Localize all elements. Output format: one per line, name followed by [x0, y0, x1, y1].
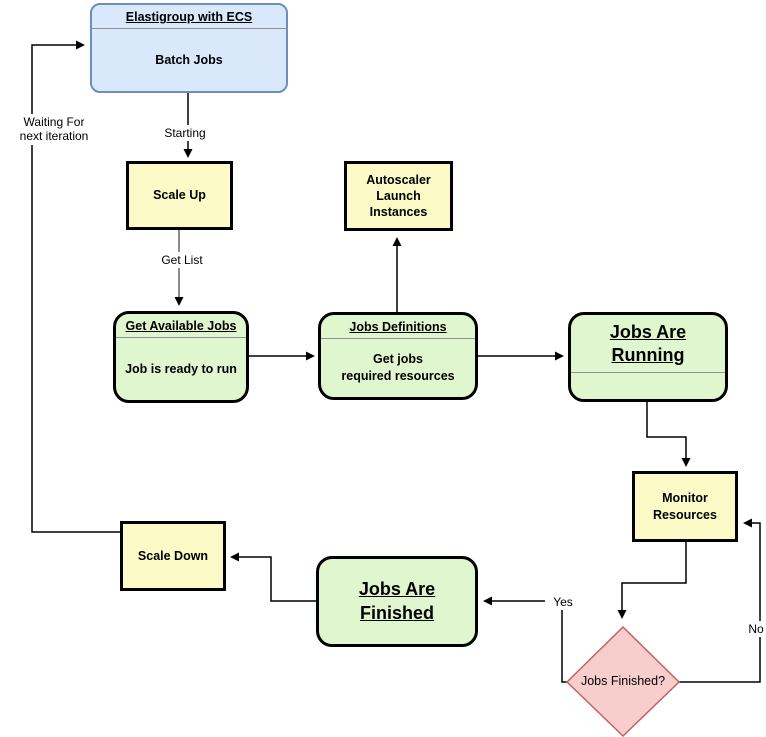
jobs-finished-diamond [565, 625, 681, 737]
node-monitor-resources: Monitor Resources [632, 471, 738, 542]
node-divider [116, 337, 246, 338]
edge-running-to-monitor [646, 402, 691, 467]
node-label-line: Instances [369, 205, 428, 220]
node-divider [321, 338, 475, 339]
edge-label-no: No [742, 621, 766, 638]
node-label: Scale Up [153, 188, 206, 203]
edge-label-waiting-line: next iteration [19, 129, 89, 144]
node-title: Jobs Definitions [349, 320, 447, 334]
node-body: Batch Jobs [155, 52, 223, 67]
node-autoscaler-launch-instances: Autoscaler Launch Instances [344, 161, 453, 231]
node-label: Scale Down [137, 548, 209, 563]
edge-label-waiting-line: Waiting For [23, 115, 85, 129]
edge-finished-to-scaledown [230, 552, 316, 602]
node-title-line: Jobs Are [609, 322, 687, 342]
node-body-empty [571, 373, 725, 399]
node-divider [92, 28, 286, 29]
node-label-line: Autoscaler [366, 172, 431, 187]
node-get-available-jobs: Get Available Jobs Job is ready to run [113, 311, 249, 403]
node-scale-down: Scale Down [120, 521, 226, 591]
node-body: Get jobs required resources [321, 339, 475, 397]
node-title-line: Jobs Are [358, 579, 436, 600]
node-divider [571, 371, 725, 373]
edge-label-get-list: Get List [156, 252, 208, 269]
node-title: Get Available Jobs [125, 319, 237, 333]
node-jobs-are-running: Jobs Are Running [568, 312, 728, 402]
node-title: Jobs Are Running [571, 315, 725, 372]
node-label-line: Launch [376, 188, 421, 203]
edge-scaledown-to-batchjobs [31, 40, 120, 533]
node-title-line: Running [611, 345, 685, 366]
node-jobs-definitions: Jobs Definitions Get jobs required resou… [318, 312, 478, 400]
node-title: Elastigroup with ECS [125, 10, 253, 24]
node-title-line: Finished [359, 602, 434, 623]
edge-monitor-to-diamond [617, 542, 687, 619]
node-label-line: Monitor [662, 491, 708, 506]
node-elastigroup-batch-jobs: Elastigroup with ECS Batch Jobs [90, 3, 288, 93]
edge-label-waiting: Waiting For next iteration [0, 114, 108, 145]
node-jobs-are-finished: Jobs Are Finished [316, 556, 478, 647]
node-scale-up: Scale Up [126, 161, 233, 230]
node-label-line: Resources [653, 507, 717, 522]
node-body: Job is ready to run [125, 361, 237, 376]
edge-label-starting: Starting [158, 125, 212, 142]
node-body-line: Get jobs [372, 352, 423, 367]
diamond-label: Jobs Finished? [580, 674, 666, 688]
edge-diamond-yes-to-finished [483, 596, 568, 683]
node-body-line: required resources [341, 369, 455, 383]
edge-label-yes: Yes [545, 594, 581, 611]
edge-diamond-no-to-monitor [678, 518, 761, 683]
node-title: Jobs Are Finished [359, 578, 435, 625]
